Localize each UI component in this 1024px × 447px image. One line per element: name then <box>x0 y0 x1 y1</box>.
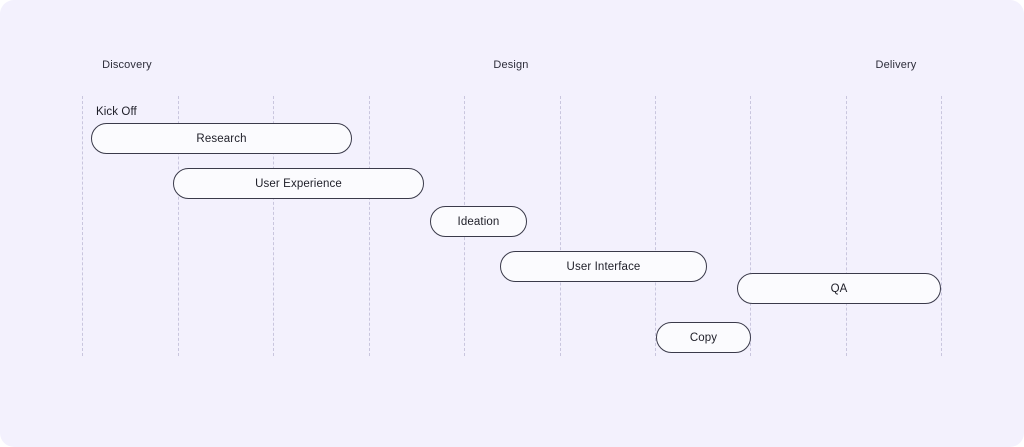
task-qa-label: QA <box>830 282 848 295</box>
gridline-0 <box>82 96 83 356</box>
task-user-interface[interactable]: User Interface <box>500 251 707 282</box>
gridline-7 <box>750 96 751 356</box>
task-research[interactable]: Research <box>91 123 352 154</box>
phase-delivery: Delivery <box>875 59 917 71</box>
gridline-1 <box>178 96 179 356</box>
gridline-2 <box>273 96 274 356</box>
task-user-experience-label: User Experience <box>255 177 342 190</box>
milestone-kick-off: Kick Off <box>96 106 137 118</box>
task-copy-label: Copy <box>689 331 718 344</box>
task-research-label: Research <box>196 132 247 145</box>
gridline-3 <box>369 96 370 356</box>
task-user-interface-label: User Interface <box>566 260 641 273</box>
phase-discovery: Discovery <box>102 59 152 71</box>
task-ideation[interactable]: Ideation <box>430 206 527 237</box>
task-user-experience[interactable]: User Experience <box>173 168 424 199</box>
gridline-6 <box>655 96 656 356</box>
task-qa[interactable]: QA <box>737 273 941 304</box>
task-copy[interactable]: Copy <box>656 322 751 353</box>
task-ideation-label: Ideation <box>457 215 500 228</box>
phase-design: Design <box>493 59 529 71</box>
gridline-9 <box>941 96 942 356</box>
gridline-5 <box>560 96 561 356</box>
gridline-8 <box>846 96 847 356</box>
